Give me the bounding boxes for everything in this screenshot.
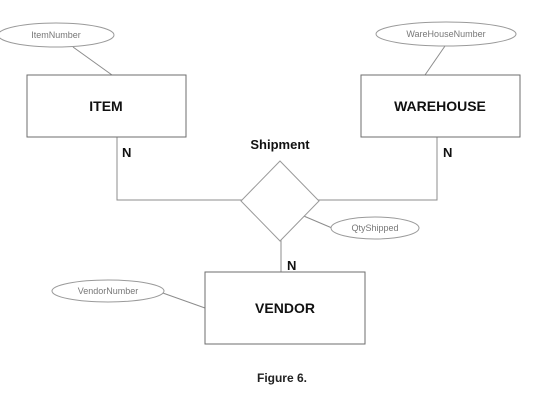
cardinality-vendor: N [287,258,296,273]
attribute-warehouse-number [375,21,517,47]
connector-item-number [72,46,113,76]
connector-warehouse-number [424,45,446,76]
entity-item [26,74,187,138]
entity-warehouse [360,74,521,138]
relationship-shipment [240,160,320,242]
entity-item-label: ITEM [89,98,122,114]
attribute-vendor-number [51,279,165,303]
attribute-item-number [0,22,115,48]
attribute-vendor-number-label: VendorNumber [78,286,139,296]
entity-vendor-label: VENDOR [255,300,315,316]
connector-item-shipment [116,137,242,201]
cardinality-item: N [122,145,131,160]
relationship-shipment-label: Shipment [250,137,310,152]
connector-vendor-number [159,291,206,309]
attribute-warehouse-number-label: WareHouseNumber [406,29,485,39]
attribute-item-number-label: ItemNumber [31,30,81,40]
cardinality-warehouse: N [443,145,452,160]
connector-warehouse-shipment [318,137,438,201]
entity-vendor [204,271,366,345]
attribute-qty-shipped [330,216,420,240]
entity-warehouse-label: WAREHOUSE [394,98,486,114]
figure-caption: Figure 6. [257,371,307,385]
attribute-qty-shipped-label: QtyShipped [351,223,398,233]
